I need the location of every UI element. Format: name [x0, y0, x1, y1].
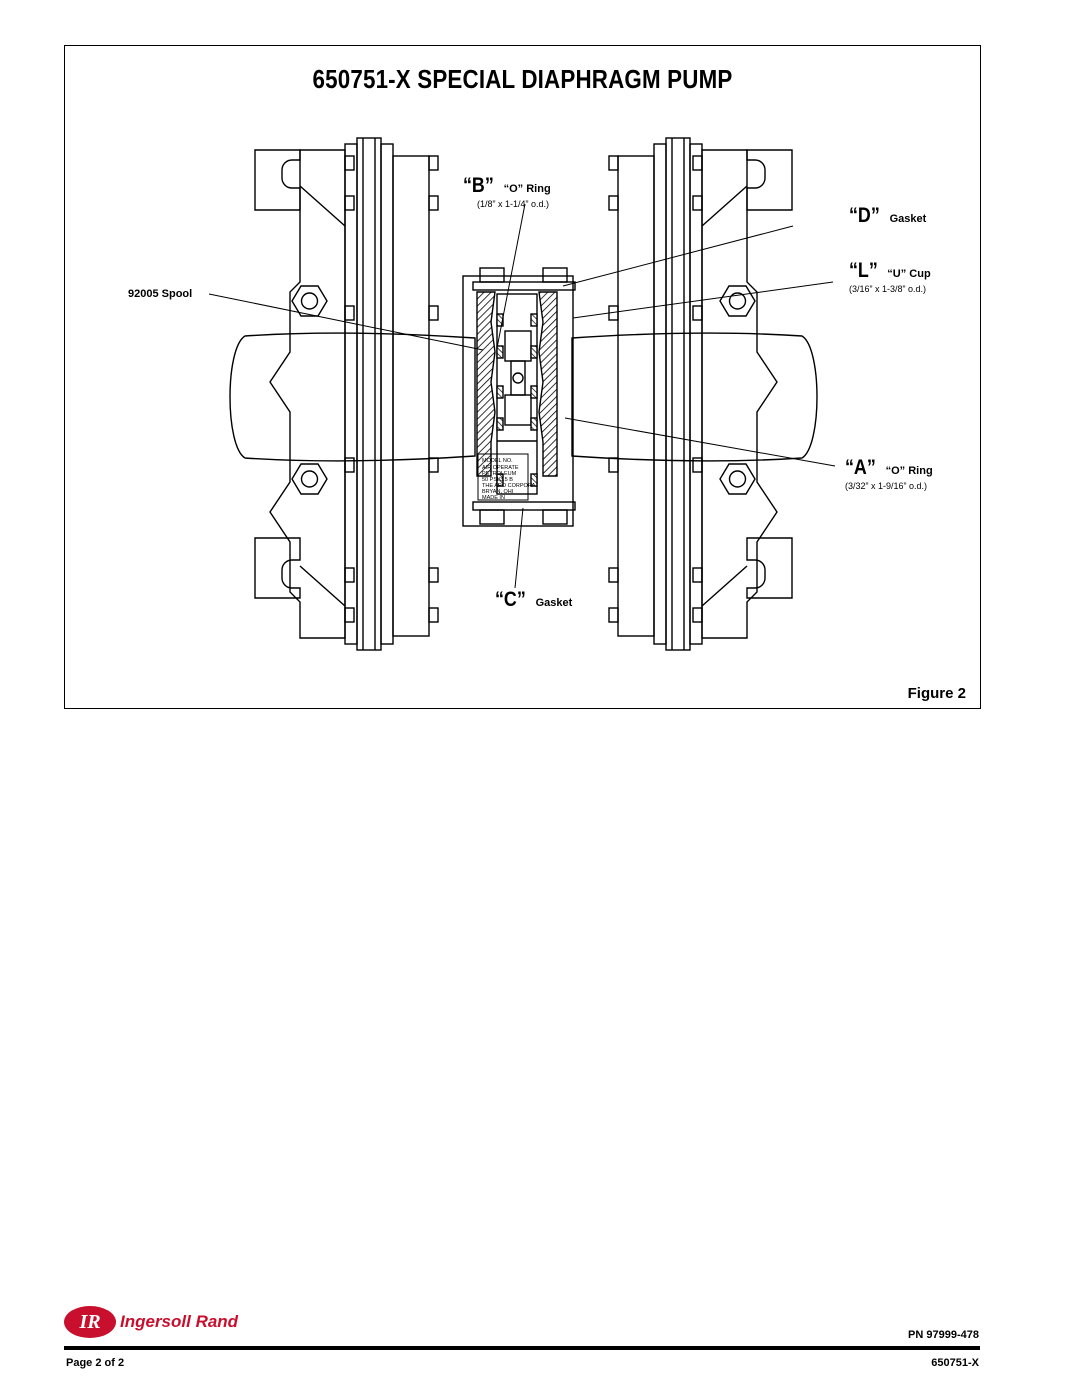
nameplate-text: MODEL NO. AIR OPERATE PETROLEUM 50 PSI/3…	[482, 458, 536, 501]
callout-d-gasket: “D” Gasket	[849, 204, 927, 227]
svg-text:BRYAN, OHI: BRYAN, OHI	[482, 489, 514, 495]
svg-text:50 PSI/3.5 B: 50 PSI/3.5 B	[482, 477, 513, 483]
figure-label: Figure 2	[907, 685, 966, 702]
svg-text:MODEL NO.: MODEL NO.	[482, 458, 513, 464]
callout-b-o-ring: “B” “O” Ring (1/8” x 1-1/4” o.d.)	[463, 174, 551, 209]
spool	[504, 330, 532, 362]
callout-c-gasket: “C” Gasket	[495, 588, 573, 611]
page-indicator: Page 2 of 2	[66, 1357, 125, 1369]
left-bottom-foot	[254, 537, 301, 599]
svg-text:MADE IN: MADE IN	[482, 495, 505, 501]
nameplate	[477, 453, 529, 501]
callout-l-u-cup: “L” “U” Cup (3/16” x 1-3/8” o.d.)	[849, 259, 931, 294]
svg-text:PETROLEUM: PETROLEUM	[482, 471, 517, 477]
left-pump-chamber	[229, 137, 476, 651]
brand-name: Ingersoll Rand	[120, 1312, 239, 1331]
figure-frame: 650751-X SPECIAL DIAPHRAGM PUMP	[64, 45, 981, 709]
part-number-label: PN 97999-478	[908, 1329, 979, 1341]
page-title: 650751-X SPECIAL DIAPHRAGM PUMP	[312, 64, 733, 94]
right-pump-chamber	[571, 137, 818, 651]
ir-logo-icon: IR	[64, 1306, 116, 1338]
left-diaphragm-lobe	[229, 332, 476, 462]
pump-diagram: MODEL NO. AIR OPERATE PETROLEUM 50 PSI/3…	[208, 137, 836, 651]
left-bolts	[344, 155, 439, 623]
model-number: 650751-X	[931, 1357, 979, 1369]
svg-text:THE ARO CORPORA: THE ARO CORPORA	[482, 483, 536, 489]
callout-a-o-ring: “A” “O” Ring (3/32” x 1-9/16” o.d.)	[845, 456, 933, 491]
center-body	[462, 267, 576, 527]
leader-lines	[208, 203, 836, 589]
callout-spool: 92005 Spool	[128, 288, 193, 300]
left-top-foot	[254, 149, 301, 211]
footer-rule	[64, 1346, 980, 1350]
brand-logo: IR Ingersoll Rand	[64, 1305, 238, 1339]
svg-text:AIR OPERATE: AIR OPERATE	[482, 465, 519, 471]
